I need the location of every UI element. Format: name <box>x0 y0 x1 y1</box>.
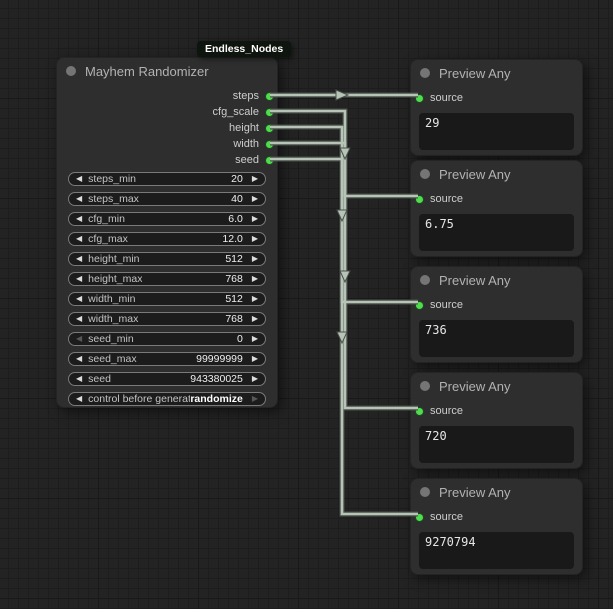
wire-arrow-down-icon <box>339 270 351 284</box>
input-dot-icon[interactable] <box>415 406 424 416</box>
increment-arrow-icon[interactable]: ▶ <box>251 334 258 343</box>
input-dot-icon[interactable] <box>415 300 424 310</box>
widget-height-min[interactable]: ◀ height_min 512 ▶ <box>68 252 266 266</box>
decrement-arrow-icon[interactable]: ◀ <box>76 254 83 263</box>
node-group-badge[interactable]: Endless_Nodes <box>197 41 292 57</box>
preview-value: 9270794 <box>419 532 574 569</box>
node-title: Preview Any <box>439 166 511 182</box>
increment-arrow-icon[interactable]: ▶ <box>251 254 258 263</box>
decrement-arrow-icon[interactable]: ◀ <box>76 174 83 183</box>
widget-seed[interactable]: ◀ seed 943380025 ▶ <box>68 372 266 386</box>
preview-value: 6.75 <box>419 214 574 251</box>
output-slot-cfg-scale[interactable]: cfg_scale <box>57 104 277 120</box>
decrement-arrow-icon[interactable]: ◀ <box>76 334 83 343</box>
widget-seed-min[interactable]: ◀ seed_min 0 ▶ <box>68 332 266 346</box>
decrement-arrow-icon[interactable]: ◀ <box>76 234 83 243</box>
output-slot-seed[interactable]: seed <box>57 152 277 168</box>
preview-value: 736 <box>419 320 574 357</box>
node-title: Mayhem Randomizer <box>85 63 209 79</box>
preview-value: 29 <box>419 113 574 150</box>
node-title: Preview Any <box>439 65 511 81</box>
output-slots: steps cfg_scale height width seed <box>57 88 277 168</box>
widget-control-before-generate[interactable]: ◀ control before generate randomize ▶ <box>68 392 266 406</box>
increment-arrow-icon[interactable]: ▶ <box>251 354 258 363</box>
decrement-arrow-icon[interactable]: ◀ <box>76 294 83 303</box>
collapse-dot-icon[interactable] <box>420 68 430 78</box>
widget-list: ◀ steps_min 20 ▶ ◀ steps_max 40 ▶ ◀ cfg_… <box>68 172 266 412</box>
output-slot-steps[interactable]: steps <box>57 88 277 104</box>
wire-arrow-down-icon <box>336 331 348 345</box>
decrement-arrow-icon[interactable]: ◀ <box>76 314 83 323</box>
node-title-bar[interactable]: Preview Any <box>411 479 582 505</box>
increment-arrow-icon[interactable]: ▶ <box>251 394 258 403</box>
widget-cfg-min[interactable]: ◀ cfg_min 6.0 ▶ <box>68 212 266 226</box>
input-slot-source[interactable]: source <box>411 191 582 207</box>
output-dot-icon[interactable] <box>265 91 274 101</box>
node-title-bar[interactable]: Preview Any <box>411 267 582 293</box>
input-dot-icon[interactable] <box>415 512 424 522</box>
decrement-arrow-icon[interactable]: ◀ <box>76 354 83 363</box>
input-slot-source[interactable]: source <box>411 297 582 313</box>
node-title: Preview Any <box>439 484 511 500</box>
node-title-bar[interactable]: Mayhem Randomizer <box>57 58 277 84</box>
decrement-arrow-icon[interactable]: ◀ <box>76 374 83 383</box>
widget-seed-max[interactable]: ◀ seed_max 99999999 ▶ <box>68 352 266 366</box>
node-mayhem-randomizer[interactable]: Mayhem Randomizer steps cfg_scale height… <box>56 57 278 408</box>
decrement-arrow-icon[interactable]: ◀ <box>76 194 83 203</box>
wire-arrow-down-icon <box>336 209 348 223</box>
increment-arrow-icon[interactable]: ▶ <box>251 174 258 183</box>
increment-arrow-icon[interactable]: ▶ <box>251 274 258 283</box>
node-preview-any-4[interactable]: Preview Any source 720 <box>410 372 583 469</box>
input-dot-icon[interactable] <box>415 93 424 103</box>
collapse-dot-icon[interactable] <box>420 169 430 179</box>
node-preview-any-5[interactable]: Preview Any source 9270794 <box>410 478 583 575</box>
wire-arrow-down-icon <box>339 147 351 161</box>
increment-arrow-icon[interactable]: ▶ <box>251 294 258 303</box>
widget-height-max[interactable]: ◀ height_max 768 ▶ <box>68 272 266 286</box>
output-dot-icon[interactable] <box>265 139 274 149</box>
node-preview-any-1[interactable]: Preview Any source 29 <box>410 59 583 156</box>
node-title: Preview Any <box>439 378 511 394</box>
decrement-arrow-icon[interactable]: ◀ <box>76 274 83 283</box>
widget-steps-max[interactable]: ◀ steps_max 40 ▶ <box>68 192 266 206</box>
node-preview-any-3[interactable]: Preview Any source 736 <box>410 266 583 363</box>
node-title: Preview Any <box>439 272 511 288</box>
widget-steps-min[interactable]: ◀ steps_min 20 ▶ <box>68 172 266 186</box>
node-preview-any-2[interactable]: Preview Any source 6.75 <box>410 160 583 257</box>
collapse-dot-icon[interactable] <box>420 381 430 391</box>
increment-arrow-icon[interactable]: ▶ <box>251 314 258 323</box>
node-title-bar[interactable]: Preview Any <box>411 373 582 399</box>
output-slot-height[interactable]: height <box>57 120 277 136</box>
increment-arrow-icon[interactable]: ▶ <box>251 214 258 223</box>
increment-arrow-icon[interactable]: ▶ <box>251 194 258 203</box>
collapse-dot-icon[interactable] <box>420 487 430 497</box>
decrement-arrow-icon[interactable]: ◀ <box>76 394 83 403</box>
input-slot-source[interactable]: source <box>411 509 582 525</box>
collapse-dot-icon[interactable] <box>66 66 76 76</box>
widget-width-max[interactable]: ◀ width_max 768 ▶ <box>68 312 266 326</box>
input-slot-source[interactable]: source <box>411 403 582 419</box>
wire-arrow-right-icon <box>335 89 350 101</box>
widget-width-min[interactable]: ◀ width_min 512 ▶ <box>68 292 266 306</box>
input-dot-icon[interactable] <box>415 194 424 204</box>
output-dot-icon[interactable] <box>265 155 274 165</box>
node-title-bar[interactable]: Preview Any <box>411 161 582 187</box>
output-dot-icon[interactable] <box>265 123 274 133</box>
input-slot-source[interactable]: source <box>411 90 582 106</box>
decrement-arrow-icon[interactable]: ◀ <box>76 214 83 223</box>
output-slot-width[interactable]: width <box>57 136 277 152</box>
widget-cfg-max[interactable]: ◀ cfg_max 12.0 ▶ <box>68 232 266 246</box>
output-dot-icon[interactable] <box>265 107 274 117</box>
preview-value: 720 <box>419 426 574 463</box>
collapse-dot-icon[interactable] <box>420 275 430 285</box>
increment-arrow-icon[interactable]: ▶ <box>251 374 258 383</box>
node-title-bar[interactable]: Preview Any <box>411 60 582 86</box>
increment-arrow-icon[interactable]: ▶ <box>251 234 258 243</box>
